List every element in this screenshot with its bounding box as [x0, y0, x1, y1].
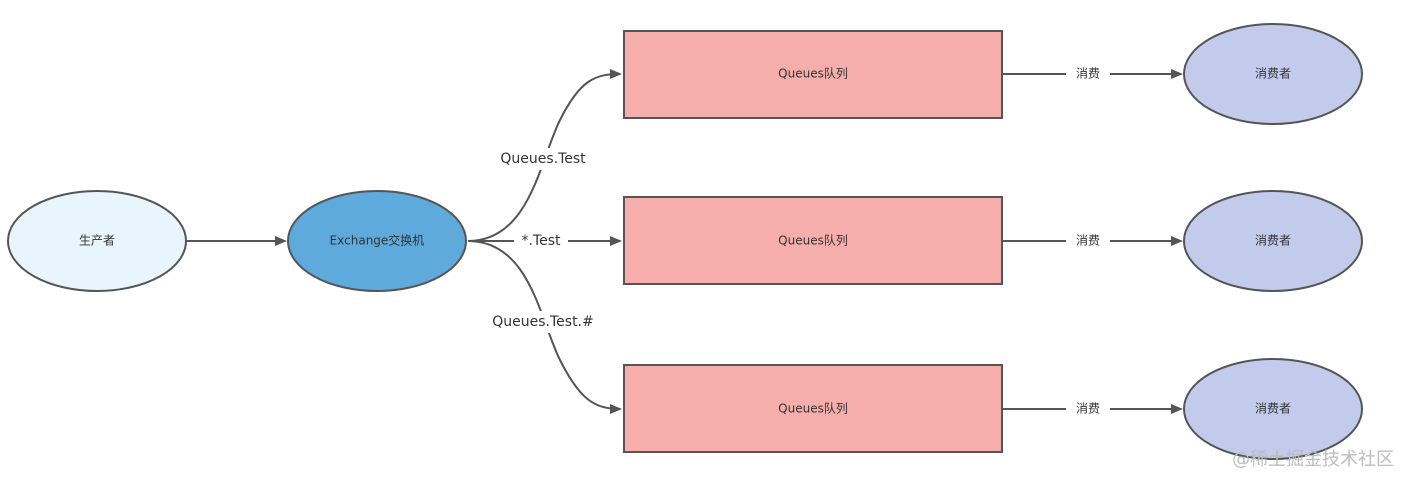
queue-box-2: [623, 196, 1003, 285]
exchange-node: [287, 190, 467, 292]
queue-label-2: Queues队列: [778, 233, 848, 248]
consumer-node-3: [1183, 358, 1363, 460]
consume-label-3: 消费: [1076, 402, 1100, 416]
consumer-label-2: 消费者: [1255, 234, 1291, 248]
producer-label: 生产者: [79, 234, 115, 248]
consumer-node-1: [1183, 23, 1363, 125]
queue-box-3: [623, 364, 1003, 453]
consumer-node-2: [1183, 190, 1363, 292]
producer-node: [7, 190, 187, 292]
routing-label-1: Queues.Test: [500, 151, 586, 167]
edge-exchange-queue-3: [467, 240, 622, 414]
consumer-label-1: 消费者: [1255, 67, 1291, 81]
queue-label-1: Queues队列: [778, 66, 848, 81]
watermark: @稀土掘金技术社区: [1232, 449, 1394, 470]
edge-exchange-queue-1: [467, 69, 622, 242]
consumer-label-3: 消费者: [1255, 402, 1291, 416]
routing-label-3: Queues.Test.#: [492, 314, 594, 330]
exchange-label: Exchange交换机: [330, 233, 425, 248]
routing-label-2: *.Test: [521, 233, 561, 249]
queue-label-3: Queues队列: [778, 401, 848, 416]
queue-box-1: [623, 30, 1003, 119]
consume-label-1: 消费: [1076, 67, 1100, 81]
consume-label-2: 消费: [1076, 234, 1100, 248]
